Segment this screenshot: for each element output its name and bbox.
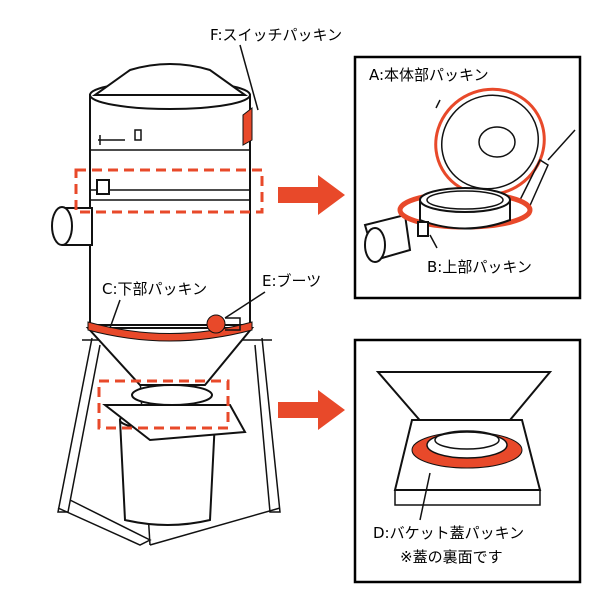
label-bucket-lid-gasket: D:バケット蓋パッキン — [373, 524, 524, 542]
detail-panel-upper — [353, 55, 582, 300]
label-body-gasket: A:本体部パッキン — [369, 66, 489, 84]
label-bucket-lid-note: ※蓋の裏面です — [400, 548, 503, 566]
arrow-right-icon — [278, 175, 345, 215]
hopper-cone — [85, 327, 255, 386]
lower-gasket-c — [87, 321, 253, 342]
label-boot: E:ブーツ — [262, 272, 321, 290]
label-switch-gasket: F:スイッチパッキン — [210, 26, 342, 44]
arrow-right-icon — [278, 390, 345, 430]
detail-panel-lower — [353, 338, 582, 584]
highlight-box-upper — [74, 168, 264, 214]
boot-e — [206, 314, 226, 334]
main-body — [89, 63, 251, 326]
label-lower-gasket: C:下部パッキン — [102, 280, 207, 298]
switch-gasket-f — [242, 106, 253, 146]
label-upper-gasket: B:上部パッキン — [427, 258, 532, 276]
highlight-box-lower — [97, 379, 230, 430]
